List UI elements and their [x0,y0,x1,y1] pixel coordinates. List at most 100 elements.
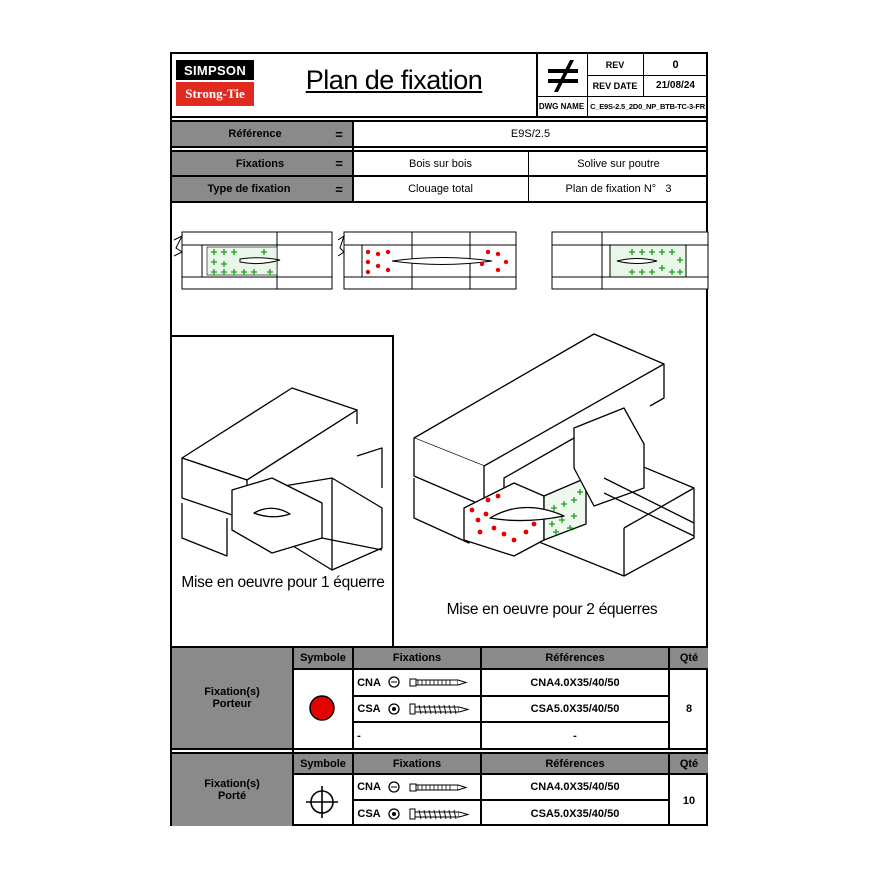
porte-fastener-mark [561,501,567,507]
porte-fastener-mark [639,249,645,255]
top-view-diagrams [173,231,709,290]
porte-fastener-mark [571,497,577,503]
porteur-fastener-mark [485,497,491,503]
porte-header-references: Références [482,754,668,773]
screw-icon [386,701,476,717]
rev-date-value: 21/08/24 [656,80,695,91]
porte-header-qte: Qté [670,754,708,773]
info-extra-fixations: Solive sur poutre [577,157,660,170]
porte-fastener-mark [549,521,555,527]
porte-fastener-mark [241,269,247,275]
caption-two-brackets: Mise en oeuvre pour 2 équerres [446,601,658,618]
porteur-row3-type: - [357,729,361,742]
nail-icon [386,674,476,690]
porteur-header-symbole: Symbole [294,648,352,668]
porte-fastener-mark [677,257,683,263]
info-value-reference: E9S/2.5 [510,128,551,140]
porte-row2-ref: CSA5.0X35/40/50 [530,807,620,820]
porteur-fastener-mark [501,531,507,537]
dwg-name-value: C_E9S-2.5_2D0_NP_BTB-TC-3-FR [590,101,705,111]
iso-drawing-one-bracket [181,387,383,571]
porteur-fastener-mark [365,259,371,265]
rev-value: 0 [672,58,679,71]
dwg-name-label: DWG NAME [538,101,585,111]
porteur-fastener-mark [495,493,501,499]
porteur-fastener-mark [503,259,509,265]
porteur-label-line1: Fixation(s) [204,686,260,698]
porteur-fastener-mark [479,261,485,267]
porteur-label-cell: Fixation(s) Porteur [172,648,292,748]
porteur-fastener-mark [495,267,501,273]
porteur-fastener-mark [375,263,381,269]
porte-label-line2: Porté [217,790,247,802]
porte-row1-ref: CNA4.0X35/40/50 [530,781,620,793]
logo: SIMPSON Strong-Tie [176,60,254,106]
info-label-fixations: Fixations [172,152,326,175]
green-crosshair-icon [304,784,340,820]
porteur-fastener-mark [511,537,517,543]
porte-label-cell: Fixation(s) Porté [172,754,292,826]
porteur-fastener-mark [477,529,483,535]
porte-header-fixations: Fixations [354,754,480,773]
porteur-fastener-mark [385,267,391,273]
info-eq-fixations: = [326,152,352,175]
rev-label: REV [605,59,625,70]
porteur-row3-ref: - [573,729,577,742]
porte-qty: 10 [682,794,696,807]
porte-fastener-mark [551,505,557,511]
porte-fastener-mark [211,269,217,275]
not-equal-icon [544,58,584,94]
porteur-row1-ref: CNA4.0X35/40/50 [530,676,620,689]
logo-bottom: Strong-Tie [176,82,254,106]
porte-fastener-mark [629,249,635,255]
porteur-row2-type: CSA [357,703,381,715]
porteur-fastener-mark [365,269,371,275]
porte-header-symbole: Symbole [294,754,352,773]
screw-icon [386,806,476,822]
porteur-fastener-mark [531,521,537,527]
porteur-fastener-mark [475,517,481,523]
porteur-fastener-mark [485,249,491,255]
porte-fastener-mark [261,249,267,255]
info-value-type: Clouage total [408,183,473,195]
porteur-fastener-mark [495,251,501,257]
porteur-header-references: Références [482,648,668,668]
porteur-fastener-mark [523,529,529,535]
porte-fastener-mark [669,269,675,275]
porteur-fastener-mark [483,511,489,517]
nail-icon [386,779,476,795]
porte-fastener-mark [211,259,217,265]
info-label-reference: Référence [172,122,326,146]
top-diagram-1 [173,231,333,290]
porte-fastener-mark [649,269,655,275]
top-diagram-2 [337,231,517,290]
top-diagram-3 [551,231,709,290]
info-eq-reference: = [326,122,352,146]
porte-fastener-mark [571,513,577,519]
porte-row1-type: CNA [357,781,381,793]
iso-drawing-two-brackets [413,333,695,577]
red-dot-icon [308,694,336,722]
porte-fastener-mark [669,249,675,255]
porte-row2-type: CSA [357,807,381,820]
porteur-fastener-mark [469,507,475,513]
porteur-fastener-mark [375,251,381,257]
porte-fastener-mark [559,517,565,523]
info-eq-type: = [326,177,352,201]
porte-fastener-mark [677,269,683,275]
porte-fastener-mark [659,249,665,255]
porte-fastener-mark [567,525,573,531]
page-title: Plan de fixation [305,65,483,95]
porteur-label-line2: Porteur [212,698,252,710]
porteur-fastener-mark [491,525,497,531]
rev-date-label: REV DATE [592,80,638,91]
porteur-header-fixations: Fixations [354,648,480,668]
porte-fastener-mark [221,249,227,255]
porte-fastener-mark [577,489,583,495]
porte-fastener-mark [639,269,645,275]
porteur-row2-ref: CSA5.0X35/40/50 [530,703,620,715]
porte-fastener-mark [649,249,655,255]
porte-fastener-mark [211,249,217,255]
caption-one-bracket: Mise en oeuvre pour 1 équerre [181,574,385,591]
porte-fastener-mark [231,249,237,255]
